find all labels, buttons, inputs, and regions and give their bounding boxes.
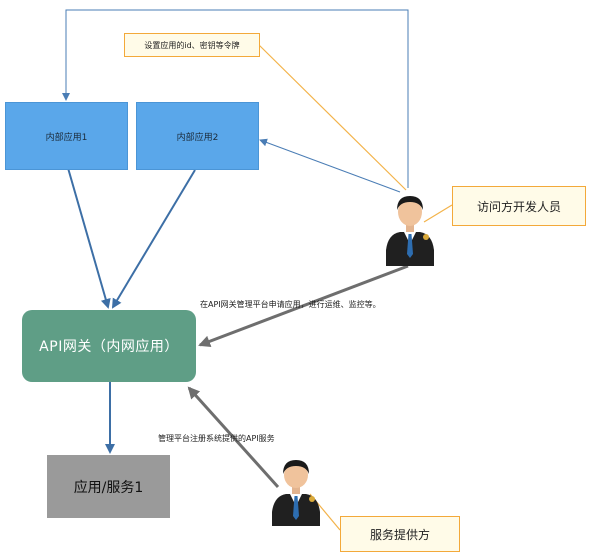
developer-person-icon xyxy=(386,196,434,266)
edge-app1-to-gateway xyxy=(67,167,111,309)
note-set-credentials-text: 设置应用的id、密钥等令牌 xyxy=(144,40,240,50)
service-1-label: 应用/服务1 xyxy=(73,479,144,496)
edge-label-developer-to-gateway: 在API网关管理平台申请应用，进行运维、监控等。 xyxy=(200,300,381,309)
edge-developer-to-gateway xyxy=(198,264,409,348)
edge-developer-to-app2 xyxy=(259,138,401,193)
edge-developer-to-app1 xyxy=(62,9,409,188)
edge-provider-to-gateway xyxy=(187,386,280,489)
internal-app-1-box: 内部应用1 xyxy=(5,102,128,170)
api-gateway-label: API网关（内网应用） xyxy=(39,339,179,355)
note-visitor-developer: 访问方开发人员 xyxy=(452,186,586,226)
note-service-provider: 服务提供方 xyxy=(340,516,460,552)
service-1-box: 应用/服务1 xyxy=(47,455,170,518)
edge-app2-to-gateway xyxy=(111,169,196,309)
edge-label-provider-to-gateway: 管理平台注册系统提供的API服务 xyxy=(158,434,275,443)
note-service-provider-text: 服务提供方 xyxy=(369,527,430,542)
provider-person-icon xyxy=(272,460,320,526)
note-set-credentials: 设置应用的id、密钥等令牌 xyxy=(124,33,260,57)
note-connector-visitor xyxy=(423,204,453,223)
note-visitor-developer-text: 访问方开发人员 xyxy=(476,199,561,214)
internal-app-1-label: 内部应用1 xyxy=(45,132,88,143)
internal-app-2-label: 内部应用2 xyxy=(176,132,219,143)
api-gateway-box: API网关（内网应用） xyxy=(22,310,196,382)
note-connector-credentials xyxy=(257,43,407,191)
internal-app-2-box: 内部应用2 xyxy=(136,102,259,170)
